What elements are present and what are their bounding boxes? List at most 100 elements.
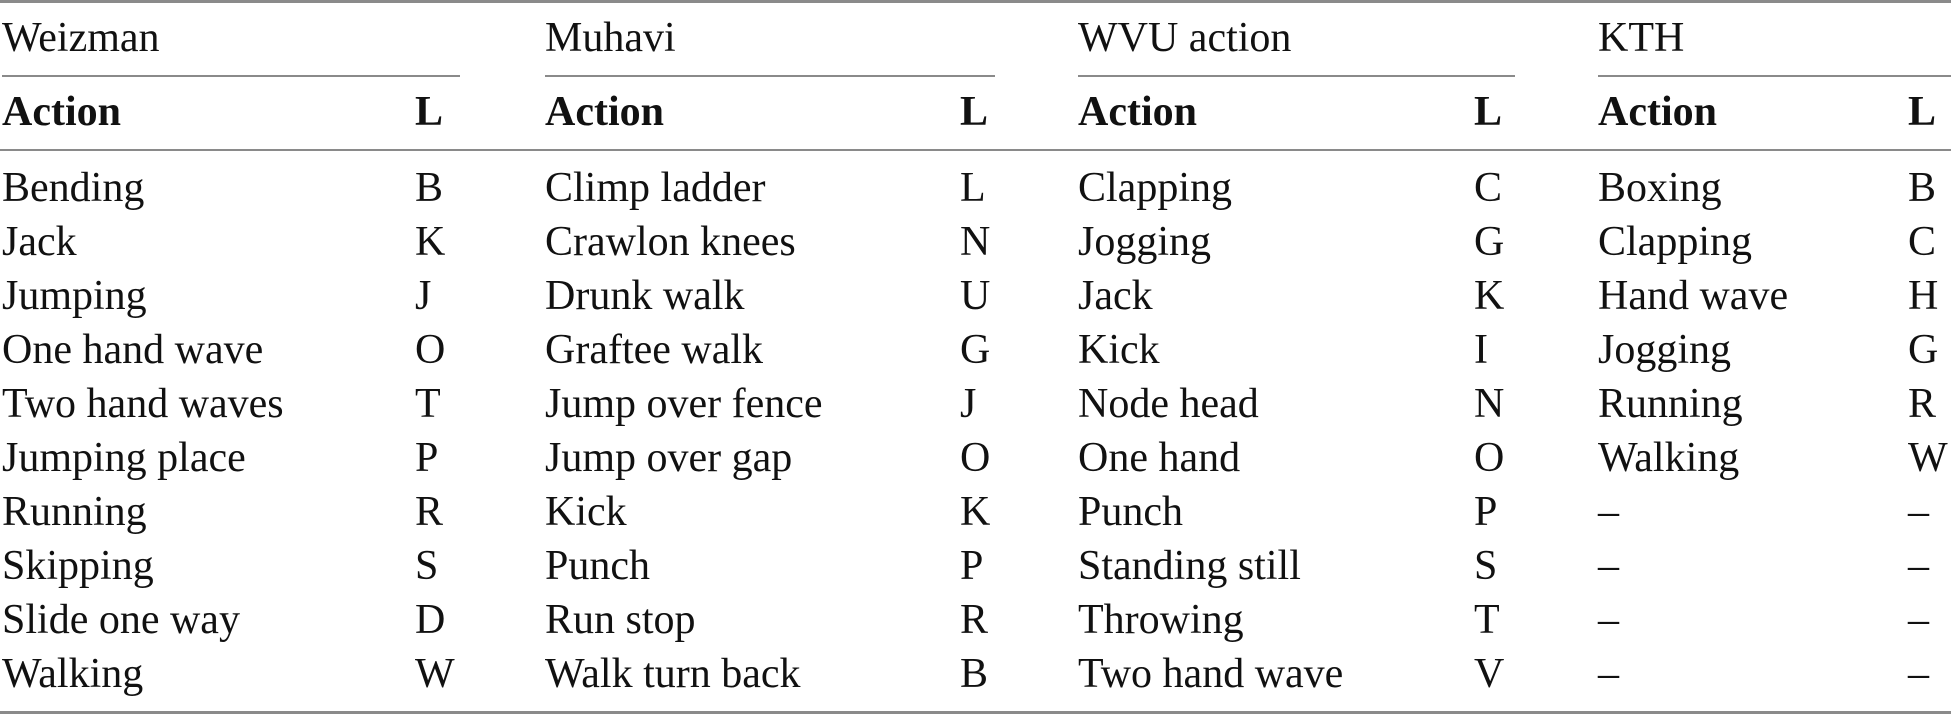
group-underline [1598,75,1951,77]
label-cell: G [960,327,991,373]
table-row: One hand O [1078,431,1538,485]
group-title: KTH [1598,15,1685,61]
table-row: Running R [2,485,462,539]
action-cell: Hand wave [1598,273,1789,319]
table-row: Jumping place P [2,431,462,485]
table-row: Kick I [1078,323,1538,377]
action-cell: Jogging [1598,327,1732,373]
table-row: Climp ladder L [545,161,1005,215]
label-cell: K [960,489,991,535]
action-cell: Jump over gap [545,435,793,481]
table-top-rule [0,0,1951,3]
label-cell: P [1474,489,1498,535]
group-title: WVU action [1078,15,1292,61]
label-header: L [960,89,989,135]
label-cell: V [1474,651,1505,697]
label-cell: P [415,435,439,481]
label-cell: J [415,273,432,319]
action-cell: Walking [2,651,144,697]
label-cell: W [1908,435,1948,481]
action-cell: Jack [2,219,77,265]
action-cell: Jumping place [2,435,246,481]
action-cell: Jump over fence [545,381,823,427]
table-bottom-rule [0,711,1951,714]
action-cell: Graftee walk [545,327,764,373]
group-underline [2,75,460,77]
label-header: L [1474,89,1503,135]
action-cell: Kick [1078,327,1160,373]
label-cell: T [415,381,441,427]
action-header: Action [545,89,664,135]
table-row: Kick K [545,485,1005,539]
table-row: Throwing T [1078,593,1538,647]
label-cell: – [1908,543,1929,589]
label-cell: O [1474,435,1505,481]
label-cell: L [960,165,986,211]
action-cell: Running [1598,381,1743,427]
table-row: Jack K [2,215,462,269]
action-header: Action [2,89,121,135]
action-header: Action [1598,89,1717,135]
label-cell: I [1474,327,1488,373]
label-cell: R [1908,381,1937,427]
label-cell: B [960,651,989,697]
label-cell: K [415,219,446,265]
label-cell: T [1474,597,1500,643]
action-cell: Kick [545,489,627,535]
label-cell: W [415,651,455,697]
label-cell: R [415,489,444,535]
table-row: –– [1598,647,1951,701]
action-cell: One hand wave [2,327,264,373]
label-cell: S [1474,543,1498,589]
label-cell: H [1908,273,1939,319]
action-cell: Punch [1078,489,1183,535]
table-row: Run stop R [545,593,1005,647]
action-cell: Bending [2,165,145,211]
action-cell: Skipping [2,543,154,589]
table-row: –– [1598,593,1951,647]
table-row: –– [1598,485,1951,539]
label-cell: C [1908,219,1937,265]
table-row: Two hand waves T [2,377,462,431]
action-cell: Punch [545,543,650,589]
label-cell: U [960,273,991,319]
action-cell: Climp ladder [545,165,766,211]
action-cell: Running [2,489,147,535]
label-header: L [415,89,444,135]
action-cell: – [1598,489,1619,535]
action-cell: Boxing [1598,165,1722,211]
action-cell: – [1598,597,1619,643]
action-cell: Two hand wave [1078,651,1344,697]
group-underline [1078,75,1515,77]
table-row: Punch P [1078,485,1538,539]
table-row: Hand wave H [1598,269,1951,323]
action-cell: Throwing [1078,597,1244,643]
action-cell: Clapping [1078,165,1232,211]
action-cell: Run stop [545,597,696,643]
action-cell: Two hand waves [2,381,284,427]
label-cell: N [1474,381,1505,427]
label-cell: R [960,597,989,643]
label-cell: – [1908,597,1929,643]
action-cell: One hand [1078,435,1241,481]
